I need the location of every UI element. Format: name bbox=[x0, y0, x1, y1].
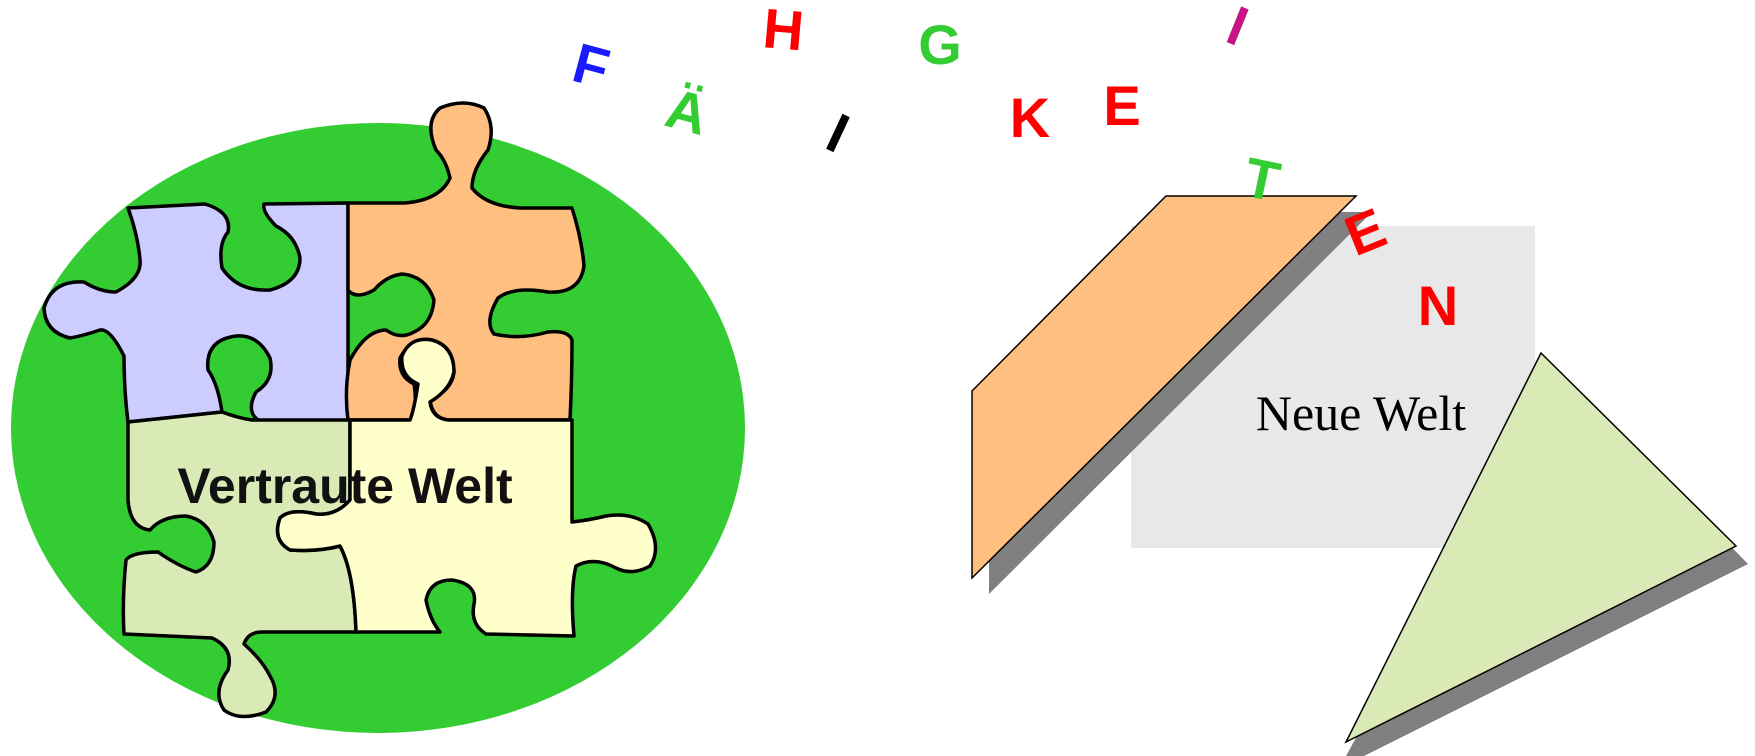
word-letter-i-2: I bbox=[1219, 0, 1257, 58]
familiar-world-group: Vertraute Welt bbox=[11, 101, 745, 733]
word-letter-a-umlaut: Ä bbox=[660, 76, 715, 147]
new-world-label: Neue Welt bbox=[1256, 385, 1466, 441]
parallelogram-shadow bbox=[989, 212, 1372, 594]
word-letter-f: F bbox=[567, 31, 616, 101]
word-letter-e: E bbox=[1103, 74, 1140, 137]
puzzle-piece-top-right bbox=[344, 101, 586, 422]
word-letter-h: H bbox=[761, 0, 807, 62]
triangle-shape bbox=[1344, 351, 1738, 744]
word-letter-i: I bbox=[818, 101, 859, 165]
puzzle-piece-top-left bbox=[42, 201, 350, 429]
new-world-group: Neue Welt bbox=[971, 195, 1748, 756]
parallelogram-shape bbox=[971, 195, 1358, 580]
word-letter-g: G bbox=[918, 13, 962, 76]
familiar-world-label: Vertraute Welt bbox=[177, 458, 513, 514]
word-letter-n: N bbox=[1418, 274, 1458, 337]
puzzle-piece-bottom-right bbox=[275, 337, 658, 638]
word-letter-k: K bbox=[1010, 86, 1050, 149]
arched-word: F Ä H I G K E I T E N bbox=[567, 0, 1459, 337]
